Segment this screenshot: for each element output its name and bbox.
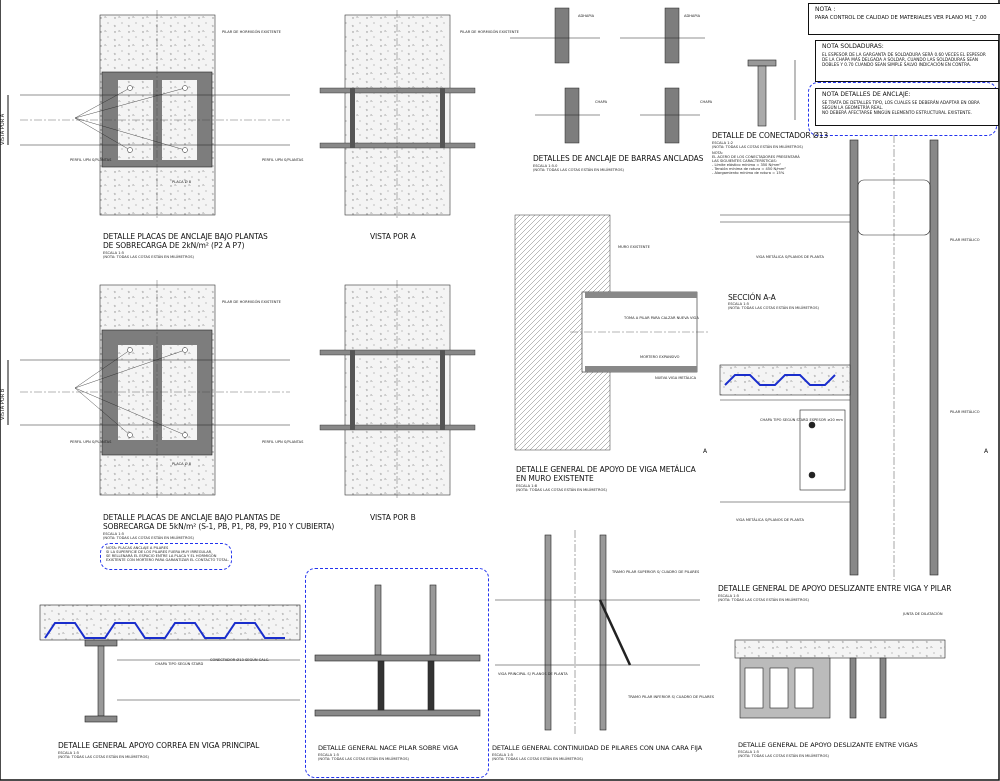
- callout: CHAPA: [700, 100, 713, 104]
- callout: TRAMO PILAR SUPERIOR S/ CUADRO DE PILARE…: [612, 570, 700, 574]
- detail-title: SECCIÓN A-A: [728, 293, 776, 302]
- section-mark: A: [984, 448, 989, 455]
- revision-cloud: [305, 568, 489, 778]
- callout: NUEVA VIGA METÁLICA: [655, 376, 697, 380]
- callout: MORTERO EXPANSIVO: [640, 355, 680, 359]
- detail-sliding-support-beams: [734, 639, 946, 719]
- detail-wall-support: [514, 214, 710, 451]
- mortar-note-cloud: [100, 543, 232, 570]
- callout: PILAR DE HORMIGÓN EXISTENTE: [222, 300, 281, 304]
- callout: CHAPA TIPO SEGÚN STARD: [155, 662, 204, 666]
- callout: PERFIL UPN S/PLANTAS: [262, 440, 304, 444]
- detail-title: DETALLE GENERAL DE APOYO DESLIZANTE ENTR…: [718, 584, 952, 593]
- detail-title: DETALLE PLACAS DE ANCLAJE BAJO PLANTAS D…: [103, 513, 281, 522]
- detail-title: DETALLE GENERAL CONTINUIDAD DE PILARES C…: [492, 744, 703, 752]
- detail-title: DE SOBRECARGA DE 2kN/m² (P2 A P7): [103, 241, 245, 250]
- detail-column-continuity: [495, 530, 700, 735]
- callout: ADHAPIA: [578, 14, 595, 18]
- detail-vista-b: [319, 280, 476, 500]
- callout: PILAR METÁLICO: [950, 238, 980, 242]
- detail-title: DETALLE DE CONECTADOR Ø13: [712, 131, 829, 140]
- callout: VIGA METÁLICA S/PLANOS DE PLANTA: [756, 255, 824, 259]
- note-general-item: PARA CONTROL DE CALIDAD DE MATERIALES VE…: [815, 15, 987, 22]
- section-label: VISTA POR B: [0, 388, 6, 420]
- detail-title: DETALLE PLACAS DE ANCLAJE BAJO PLANTAS: [103, 232, 268, 241]
- callout: VIGA METÁLICA S/PLANOS DE PLANTA: [736, 518, 804, 522]
- detail-sliding-support-beam-column: [719, 135, 939, 580]
- callout: PLACA Ø 8: [172, 462, 192, 466]
- section-mark: A: [703, 448, 708, 455]
- callout: CHAPA TIPO SEGÚN STARD ESPESOR ≥20 mm: [760, 418, 843, 422]
- detail-title: DETALLE GENERAL NACE PILAR SOBRE VIGA: [318, 744, 459, 752]
- detail-anchor-plate-5kn: [7, 280, 290, 500]
- detail-title: SOBRECARGA DE 5kN/m² (S-1, PB, P1, P8, P…: [103, 522, 335, 531]
- detail-anchor-plate-2kn: [7, 10, 290, 220]
- callout: PERFIL UPN S/PLANTAS: [70, 440, 112, 444]
- callout: ADHAPIA: [684, 14, 701, 18]
- callout: PERFIL UPN S/PLANTAS: [262, 158, 304, 162]
- callout: MURO EXISTENTE: [618, 245, 650, 249]
- detail-vista-a: [319, 10, 476, 220]
- detail-anchored-bars: [510, 7, 705, 144]
- callout: PILAR DE HORMIGÓN EXISTENTE: [460, 30, 519, 34]
- detail-title: DETALLE GENERAL APOYO CORREA EN VIGA PRI…: [58, 741, 260, 750]
- note-general: NOTA : PARA CONTROL DE CALIDAD DE MATERI…: [808, 3, 1000, 35]
- note-anchors: NOTA DETALLES DE ANCLAJE: SE TRATA DE DE…: [815, 88, 999, 126]
- callout: JUNTA DE DILATACIÓN: [903, 612, 943, 616]
- detail-column-on-beam: [314, 584, 481, 717]
- note-welding: NOTA SOLDADURAS: EL ESPESOR DE LA GARGAN…: [815, 40, 999, 82]
- detail-title: DETALLE GENERAL DE APOYO DE VIGA METÁLIC…: [516, 465, 696, 474]
- detail-title: DETALLE GENERAL DE APOYO DESLIZANTE ENTR…: [738, 741, 918, 749]
- callout: PILAR METÁLICO: [950, 410, 980, 414]
- section-label: VISTA POR A: [0, 113, 6, 145]
- callout: TOMA A PILAR PARA CALZAR NUEVA VIGA: [624, 316, 699, 320]
- callout: TRAMO PILAR INFERIOR S/ CUADRO DE PILARE…: [628, 695, 715, 699]
- callout: PILAR DE HORMIGÓN EXISTENTE: [222, 30, 281, 34]
- callout: VIGA PRINCIPAL S/ PLANOS DE PLANTA: [498, 672, 568, 676]
- detail-title: EN MURO EXISTENTE: [516, 474, 594, 483]
- detail-purlin-support: [39, 604, 301, 723]
- callout: CHAPA: [595, 100, 608, 104]
- callout: CONECTADOR Ø13 SEGÚN CALC.: [210, 658, 270, 662]
- detail-title: DETALLES DE ANCLAJE DE BARRAS ANCLADAS: [533, 154, 704, 163]
- detail-title: VISTA POR B: [370, 513, 416, 522]
- callout: PLACA Ø 8: [172, 180, 192, 184]
- detail-connector: [747, 59, 796, 127]
- detail-title: VISTA POR A: [370, 232, 416, 241]
- callout: PERFIL UPN S/PLANTAS: [70, 158, 112, 162]
